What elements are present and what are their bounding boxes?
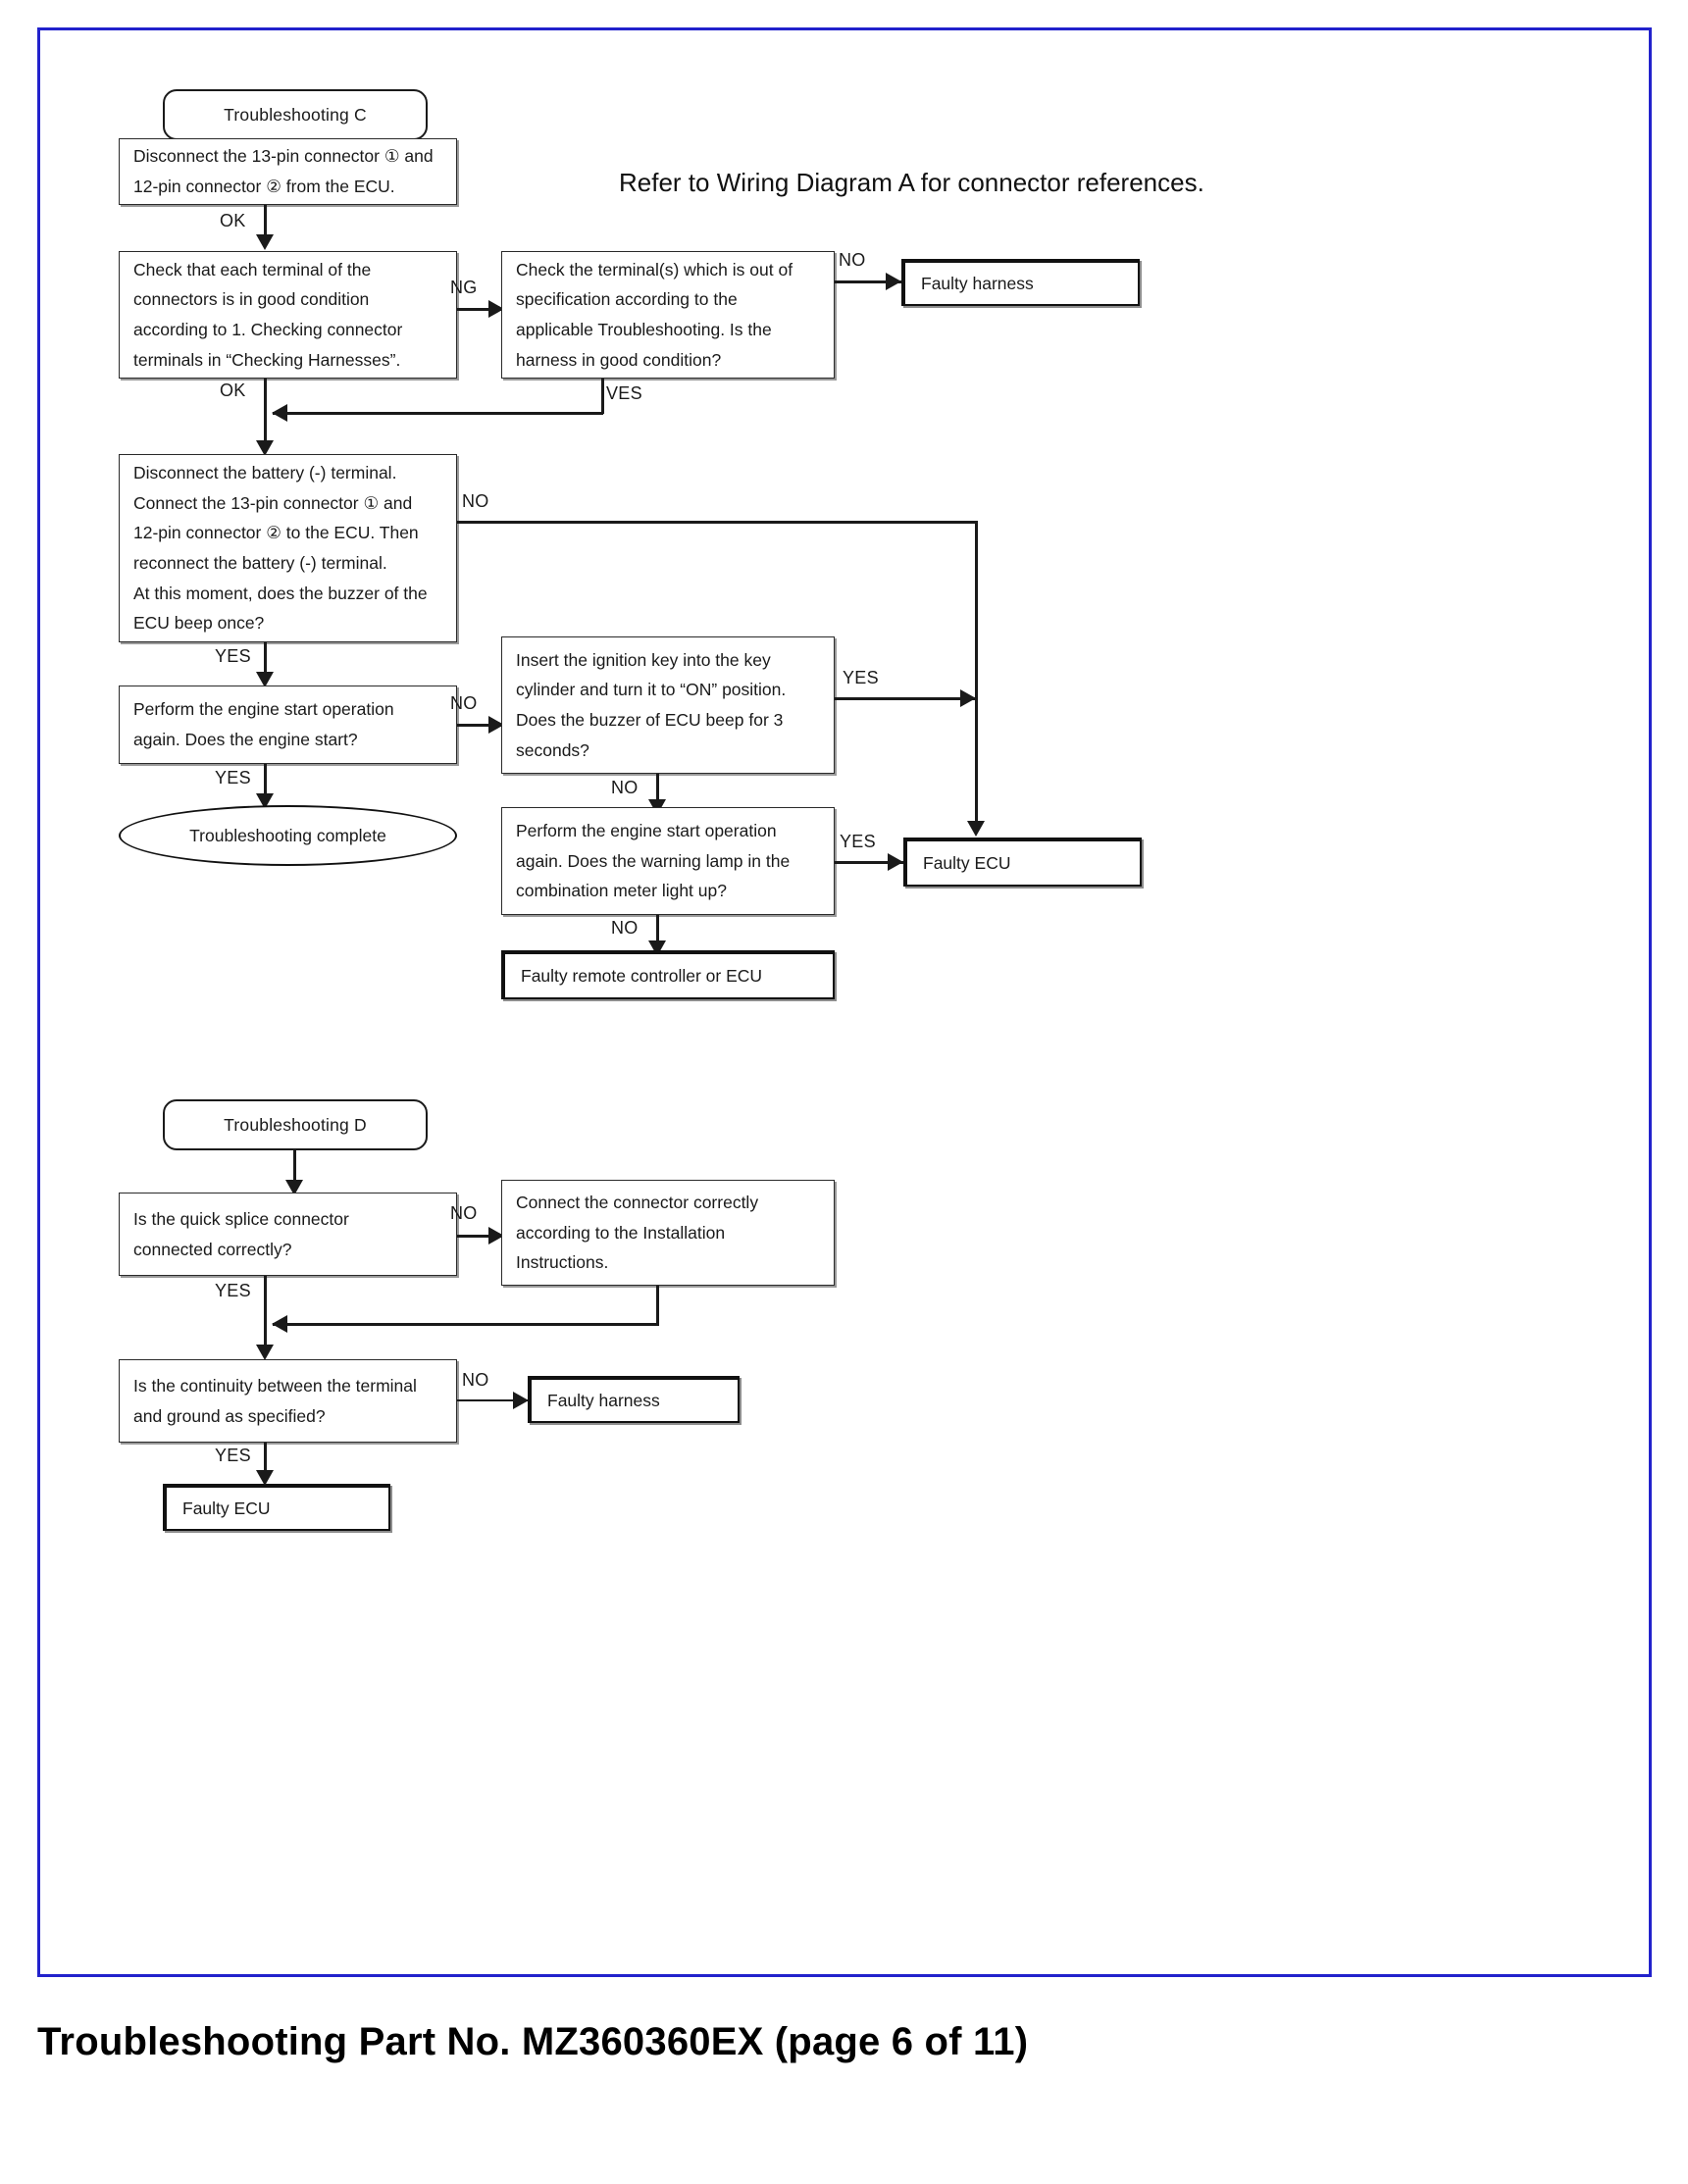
edge-label-no-3: NO <box>450 693 478 713</box>
node-text: Is the continuity between the terminal a… <box>133 1375 417 1426</box>
node-text: Check the terminal(s) which is out of sp… <box>516 259 793 370</box>
node-label: Troubleshooting C <box>224 104 367 125</box>
connector-n5-to-n6 <box>264 642 267 684</box>
arrowhead-left <box>272 404 287 422</box>
arrowhead-down <box>285 1180 303 1195</box>
connector-n3-to-faulty-harness <box>835 280 901 283</box>
node-check-out-of-spec[interactable]: Check the terminal(s) which is out of sp… <box>501 251 835 379</box>
node-label: Troubleshooting complete <box>189 825 386 845</box>
node-battery-reconnect-buzzer[interactable]: Disconnect the battery (-) terminal. Con… <box>119 454 457 642</box>
connector-n5-no-down <box>975 521 978 833</box>
node-quick-splice-check[interactable]: Is the quick splice connector connected … <box>119 1193 457 1276</box>
node-text: Is the quick splice connector connected … <box>133 1208 349 1259</box>
node-check-terminals[interactable]: Check that each terminal of the connecto… <box>119 251 457 379</box>
arrowhead-right <box>488 716 504 734</box>
node-label: Faulty remote controller or ECU <box>521 965 763 986</box>
arrowhead-right <box>488 1227 504 1244</box>
edge-label-d-yes-2: YES <box>215 1446 251 1465</box>
arrowhead-down <box>967 821 985 837</box>
node-troubleshooting-c-start[interactable]: Troubleshooting C <box>163 89 428 140</box>
edge-label-no-4: NO <box>611 778 639 797</box>
edge-label-yes-5: YES <box>840 832 876 851</box>
connector-n3-yes-left <box>273 412 603 415</box>
connector-d3-to-faulty-ecu <box>264 1443 267 1482</box>
connector-d2-left <box>273 1323 659 1326</box>
footer-caption: Troubleshooting Part No. MZ360360EX (pag… <box>37 2020 1029 2063</box>
arrowhead-down <box>256 1345 274 1360</box>
wiring-diagram-note: Refer to Wiring Diagram A for connector … <box>619 168 1204 197</box>
node-faulty-harness-d[interactable]: Faulty harness <box>528 1376 740 1423</box>
node-text: Disconnect the 13-pin connector ① and 12… <box>133 146 434 196</box>
connector-n2-to-n3 <box>457 308 502 311</box>
node-faulty-harness-c[interactable]: Faulty harness <box>901 259 1140 306</box>
arrowhead-left <box>272 1315 287 1333</box>
edge-label-d-no-2: NO <box>462 1370 489 1390</box>
connector-n5-no-right <box>457 521 977 524</box>
connector-n6-to-complete <box>264 764 267 805</box>
edge-label-yes-3: YES <box>215 768 251 787</box>
node-label: Faulty harness <box>547 1390 660 1410</box>
troubleshooting-flowchart: Refer to Wiring Diagram A for connector … <box>40 30 1649 1974</box>
arrowhead-right <box>960 689 976 707</box>
node-text: Check that each terminal of the connecto… <box>133 259 403 370</box>
edge-label-d-yes-1: YES <box>215 1281 251 1300</box>
connector-n1-to-n2 <box>264 205 267 246</box>
connector-d1-to-d2 <box>457 1235 502 1238</box>
page-border-frame: Refer to Wiring Diagram A for connector … <box>37 27 1652 1977</box>
node-faulty-ecu-d[interactable]: Faulty ECU <box>163 1484 390 1531</box>
arrowhead-right <box>513 1392 529 1409</box>
edge-label-d-no-1: NO <box>450 1203 478 1223</box>
connector-n9-to-faulty-ecu <box>835 861 903 864</box>
edge-label-yes-4: YES <box>843 668 879 687</box>
connector-n2-to-n5 <box>264 379 267 452</box>
node-disconnect-connectors[interactable]: Disconnect the 13-pin connector ① and 12… <box>119 138 457 205</box>
connector-n8-yes-right <box>835 697 977 700</box>
node-text: Disconnect the battery (-) terminal. Con… <box>133 463 428 634</box>
arrowhead-right <box>488 300 504 318</box>
connector-n3-yes-down <box>601 379 604 414</box>
connector-n9-to-n11 <box>656 915 659 950</box>
connector-n6-to-n8 <box>457 724 502 727</box>
node-warning-lamp-check[interactable]: Perform the engine start operation again… <box>501 807 835 915</box>
node-ignition-key-buzzer[interactable]: Insert the ignition key into the key cyl… <box>501 636 835 774</box>
node-faulty-ecu-c[interactable]: Faulty ECU <box>903 838 1142 887</box>
edge-label-ok-2: OK <box>220 381 246 400</box>
node-text: Perform the engine start operation again… <box>133 699 394 749</box>
arrowhead-down <box>256 234 274 250</box>
edge-label-ng-1: NG <box>450 278 478 297</box>
node-continuity-check[interactable]: Is the continuity between the terminal a… <box>119 1359 457 1443</box>
connector-d2-down <box>656 1286 659 1325</box>
node-engine-start-again[interactable]: Perform the engine start operation again… <box>119 686 457 764</box>
connector-d1-to-d3 <box>264 1276 267 1356</box>
arrowhead-down <box>256 440 274 456</box>
node-label: Faulty ECU <box>923 852 1011 873</box>
edge-label-no-2: NO <box>462 491 489 511</box>
arrowhead-right <box>886 273 901 290</box>
node-connect-correctly[interactable]: Connect the connector correctly accordin… <box>501 1180 835 1286</box>
node-label: Troubleshooting D <box>224 1114 367 1135</box>
connector-d-start-to-d1 <box>293 1150 296 1188</box>
arrowhead-right <box>888 853 903 871</box>
node-troubleshooting-complete[interactable]: Troubleshooting complete <box>119 805 457 866</box>
node-faulty-remote-or-ecu[interactable]: Faulty remote controller or ECU <box>501 950 835 999</box>
edge-label-yes-1: VES <box>606 383 642 403</box>
node-label: Faulty ECU <box>182 1498 271 1518</box>
edge-label-no-1: NO <box>839 250 866 270</box>
connector-n8-to-n9 <box>656 774 659 809</box>
node-text: Perform the engine start operation again… <box>516 821 791 901</box>
edge-label-yes-2: YES <box>215 646 251 666</box>
edge-label-no-5: NO <box>611 918 639 938</box>
connector-d3-to-faulty-harness <box>457 1399 528 1401</box>
node-troubleshooting-d-start[interactable]: Troubleshooting D <box>163 1099 428 1150</box>
edge-label-ok-1: OK <box>220 211 246 230</box>
node-text: Connect the connector correctly accordin… <box>516 1193 759 1273</box>
node-label: Faulty harness <box>921 273 1034 293</box>
node-text: Insert the ignition key into the key cyl… <box>516 649 787 760</box>
arrowhead-down <box>256 1470 274 1486</box>
arrowhead-down <box>256 672 274 687</box>
